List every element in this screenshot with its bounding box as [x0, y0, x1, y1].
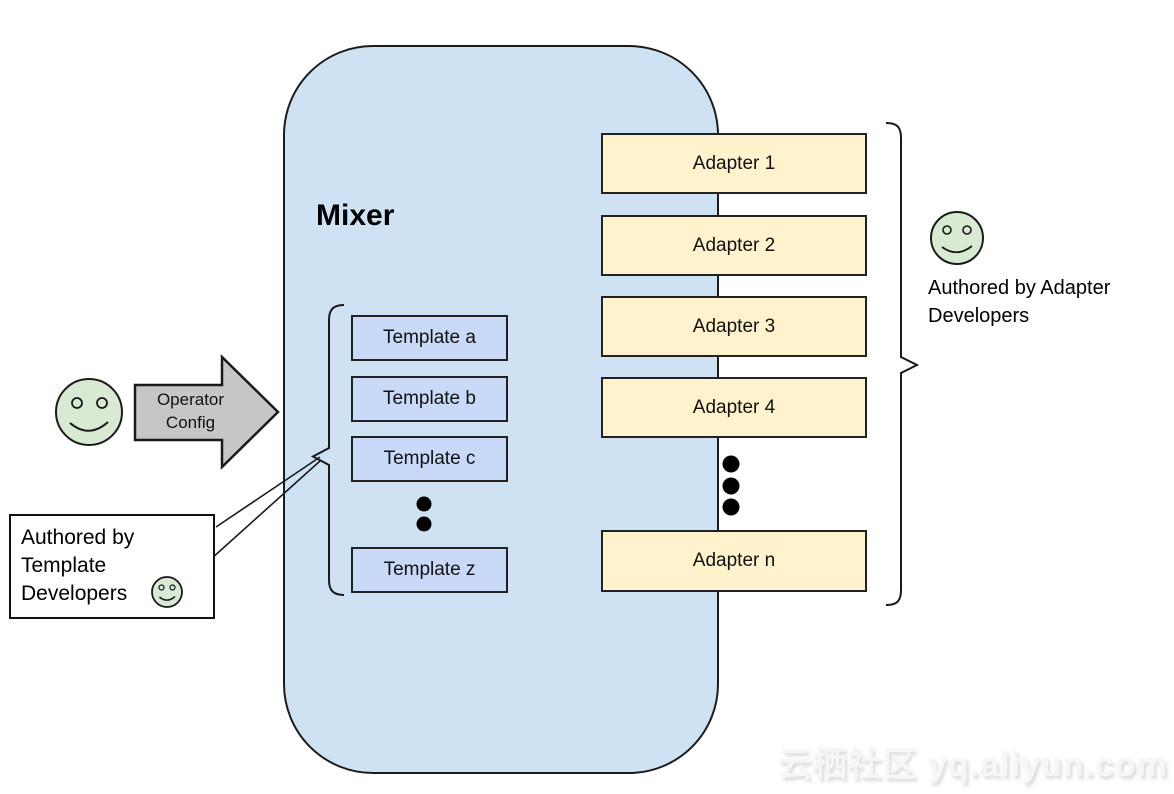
template-b-box: Template b: [351, 376, 508, 422]
adapter-1-label: Adapter 1: [692, 152, 776, 174]
operator-config-label: Operator Config: [138, 388, 243, 434]
template-z-box: Template z: [351, 547, 508, 593]
adapter-2-box: Adapter 2: [601, 215, 867, 276]
adapter-1-box: Adapter 1: [601, 133, 867, 194]
template-a-box: Template a: [351, 315, 508, 361]
template-b-label: Template b: [383, 388, 476, 409]
adapter-4-box: Adapter 4: [601, 377, 867, 438]
watermark: 云栖社区 yq.aliyun.com: [777, 746, 1168, 784]
adapter-developers-smiley-icon: [930, 211, 984, 265]
template-a-label: Template a: [383, 327, 476, 348]
adapter-n-label: Adapter n: [692, 550, 776, 571]
adapter-2-label: Adapter 2: [692, 234, 776, 256]
adapter-3-label: Adapter 3: [692, 315, 776, 337]
adapter-3-box: Adapter 3: [601, 296, 867, 357]
operator-config-line2: Config: [165, 413, 216, 432]
adapter-4-label: Adapter 4: [692, 396, 776, 418]
template-c-label: Template c: [383, 448, 476, 469]
operator-smiley-icon: [55, 378, 123, 446]
template-c-box: Template c: [351, 436, 508, 482]
template-authors-label: Authored by Template Developers: [21, 526, 135, 605]
adapter-group-brace: [885, 122, 920, 606]
adapter-ellipsis-dots: [722, 455, 740, 516]
adapter-authors-label: Authored by Adapter Developers: [928, 277, 1111, 327]
operator-config-line1: Operator: [156, 390, 225, 409]
template-z-label: Template z: [383, 559, 476, 580]
mixer-title: Mixer: [316, 199, 395, 232]
adapter-n-box: Adapter n: [601, 530, 867, 592]
